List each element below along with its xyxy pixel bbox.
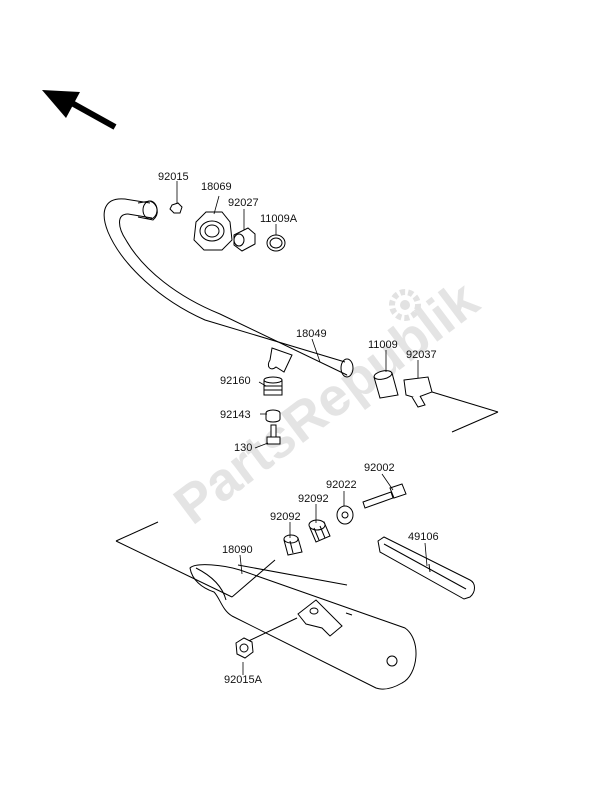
label-92092-left[interactable]: 92092 <box>270 511 301 523</box>
label-18090[interactable]: 18090 <box>222 544 253 556</box>
bolt-130 <box>266 424 281 445</box>
nut-92015 <box>169 202 183 214</box>
label-92092-right[interactable]: 92092 <box>298 493 329 505</box>
collar-92143 <box>265 409 281 423</box>
label-18049[interactable]: 18049 <box>296 328 327 340</box>
clamp-92037 <box>403 376 499 433</box>
gasket-11009A <box>266 234 286 252</box>
label-92037[interactable]: 92037 <box>406 349 437 361</box>
label-92015A[interactable]: 92015A <box>224 674 263 686</box>
leader-lines <box>176 181 428 675</box>
header-pipe-18049 <box>103 198 354 378</box>
label-92002[interactable]: 92002 <box>364 462 395 474</box>
grommet-92092-left <box>283 534 303 556</box>
label-11009A[interactable]: 11009A <box>260 213 298 225</box>
heat-guard-49106 <box>377 536 475 600</box>
label-92015[interactable]: 92015 <box>158 171 189 183</box>
grommet-92092-right <box>308 519 331 543</box>
label-49106[interactable]: 49106 <box>408 531 439 543</box>
label-18069[interactable]: 18069 <box>201 181 232 193</box>
flange-18069 <box>193 211 233 251</box>
muffler-18090 <box>189 564 417 690</box>
gasket-11009 <box>373 370 399 399</box>
label-92160[interactable]: 92160 <box>220 375 251 387</box>
label-92027[interactable]: 92027 <box>228 197 259 209</box>
nut-92015A <box>235 637 254 659</box>
label-11009[interactable]: 11009 <box>368 339 398 351</box>
label-130[interactable]: 130 <box>234 442 252 454</box>
part-labels: 92015 18069 92027 11009A 18049 11009 920… <box>158 171 439 686</box>
rubber-92160 <box>263 376 283 396</box>
gear-icon <box>389 289 421 321</box>
bolt-92002 <box>362 483 407 509</box>
washer-92022 <box>336 505 354 525</box>
direction-arrow-icon <box>42 90 117 130</box>
label-92022[interactable]: 92022 <box>326 479 357 491</box>
label-92143[interactable]: 92143 <box>220 409 251 421</box>
split-keeper-92027 <box>233 227 256 252</box>
